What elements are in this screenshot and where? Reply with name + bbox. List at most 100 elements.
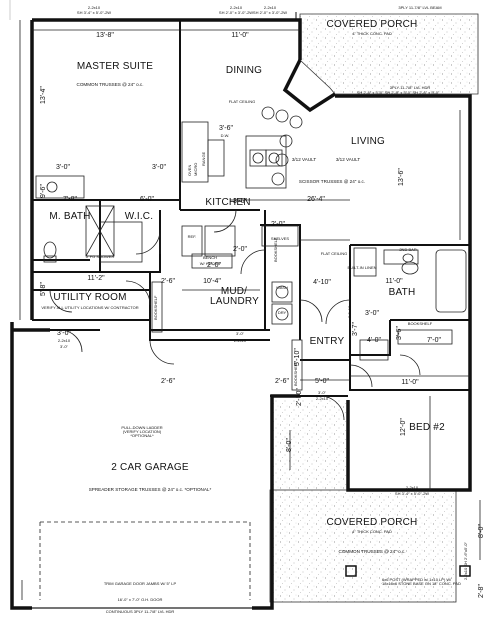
- dry-label: DRY: [277, 310, 287, 315]
- room-covered-porch-bottom: COVERED PORCH: [326, 517, 418, 528]
- dimension-lines: [19, 20, 481, 600]
- util-hdr: 2-2x10: [57, 338, 71, 343]
- shelves-label: SHELVES: [270, 236, 290, 241]
- dim-7-0: 7'-0": [427, 337, 441, 344]
- hdr-entry: 3'-0": [318, 390, 326, 395]
- dim-living-height: 13'-6": [398, 168, 405, 186]
- porch-post-right: [459, 565, 471, 577]
- ref-label: REF.: [187, 234, 197, 239]
- hdr-top-a: 2-2x10: [87, 5, 101, 10]
- dim-26-4: 26'-4": [307, 196, 325, 203]
- dim-8-0-left: 8'-0": [286, 438, 293, 452]
- room-bed2: BED #2: [409, 422, 445, 433]
- shower-label: 5' FG SHOWER: [85, 254, 115, 259]
- room-mud-laundry: MUD/ LAUNDRY: [210, 286, 260, 307]
- hooks-label: W/ HOOKS: [199, 261, 221, 266]
- dim-9-6: 9'-6": [40, 184, 47, 198]
- dim-kitchen-2-6: 2'-6": [161, 378, 175, 385]
- oven-label: OVEN: [187, 164, 192, 176]
- continuous-note: CONTINUOUS 3PLY 11-7/8" LVL HDR: [105, 609, 175, 614]
- micro-label: MICRO: [193, 162, 198, 176]
- room-entry: ENTRY: [309, 336, 345, 347]
- bed-header: 2-2x10: [405, 485, 419, 490]
- dim-10-4: 10'-4": [203, 278, 221, 285]
- spreader-note: SPREADER STORAGE TRUSSES @ 24" o.c. *OPT…: [88, 487, 212, 492]
- room-master-suite: MASTER SUITE: [76, 61, 154, 72]
- dim-3-0-b: 3'-0": [152, 164, 166, 171]
- bar-label: 2ND BAR: [399, 247, 417, 252]
- dim-11-0-bed: 11'-0": [401, 379, 419, 386]
- flat-ceiling-note: FLAT CEILING: [228, 99, 256, 104]
- dim-4-0: 4'-0": [367, 337, 381, 344]
- dim-bench-2-0: 2'-0": [207, 262, 221, 269]
- hdr-top-b2: SH 2'-0" x 3'-0"-2W: [218, 10, 254, 15]
- dim-mbath-7-8: 7'-8": [63, 196, 77, 203]
- wash-label: WASH: [276, 285, 288, 290]
- dim-util-3-0: 3'-0": [57, 330, 71, 337]
- dim-kitchen-3-6b: 3'-6": [233, 198, 247, 205]
- dim-2-10: 2'-10": [296, 388, 303, 406]
- mbath-fixtures: [35, 175, 143, 263]
- bed-window: SH 3'-4" x 5'-0"-2W: [394, 491, 430, 496]
- dim-wic-6-0: 6'-0": [140, 196, 154, 203]
- dim-2-6: 2'-6": [161, 278, 175, 285]
- room-garage: 2 CAR GARAGE: [111, 462, 189, 473]
- porch-thick-top: 4" THICK CONC. PAD: [352, 31, 392, 36]
- hdr-mud: 2-2x10: [233, 338, 247, 343]
- dim-11-0-bath: 11'-0": [385, 278, 403, 285]
- linen-label: BUILT-IN LINEN: [347, 265, 377, 270]
- post-note: 6x6 POST (WRAPPED w/ 1x10 LP) W/ 18x18x6…: [382, 577, 461, 586]
- dim-8-0-right: 8'-0": [478, 524, 485, 538]
- ohd-note: 16'-0" x 7'-0" O.H. DOOR: [117, 597, 163, 602]
- dim-2-6-b: 2'-6": [275, 378, 289, 385]
- dim-5-0: 5'-0": [315, 378, 329, 385]
- hdr-mud-3-0: 3'-0": [60, 344, 68, 349]
- dim-3-7: 3'-7": [352, 322, 359, 336]
- hdr-top-a2: SH 3'-4" x 5'-0"-2W: [76, 10, 112, 15]
- room-wic: W.I.C.: [124, 211, 154, 222]
- porch-hdr: 3PLY 11-7/8" LVL HDR: [389, 85, 431, 90]
- flat-ceiling-2: FLAT CEILING: [320, 251, 348, 256]
- bookshelf-3: BOOKSHELF: [407, 321, 433, 326]
- porch-sh: SH 2'-6" x 5'-0" SH 2'-6" x 5'-0" SH 2'-…: [356, 90, 440, 95]
- hdr-top-c: 2-2x10: [263, 5, 277, 10]
- util-note: VERIFY ALL UTILITY LOCATIONS W/ CONTRACT…: [41, 305, 139, 310]
- hdr-3-0: 3'-0": [236, 331, 244, 336]
- bookshelf-1: BOOKSHELF: [153, 295, 158, 320]
- room-utility: UTILITY ROOM: [53, 292, 127, 303]
- dim-3-0-c: 3'-0": [365, 310, 379, 317]
- hdr-entry2: 2-2x10: [315, 396, 329, 401]
- dim-12-0: 12'-0": [400, 418, 407, 436]
- hdr-top-b: 2-2x10: [229, 5, 243, 10]
- room-kitchen: KITCHEN: [205, 197, 251, 208]
- dim-3-6: 3'-6": [396, 326, 403, 340]
- dim-3-0-a: 3'-0": [56, 164, 70, 171]
- common-bot-note: COMMON TRUSSES @ 24" o.c.: [338, 549, 406, 554]
- bath-hdr: 2-2x10: [347, 305, 352, 318]
- jambs-note: TRIM GARAGE DOOR JAMBS W/ 5" LP: [103, 581, 177, 586]
- dim-2-0: 2'-0": [271, 221, 285, 228]
- dim-2-8: 2'-8": [478, 584, 485, 598]
- hdr-top-c2: SH 2'-0" x 3'-0"-2W: [252, 10, 288, 15]
- room-dining: DINING: [225, 65, 263, 76]
- dim-11-2: 11'-2": [87, 275, 105, 282]
- porch-beam: 3PLY 11-7/8" LVL BEAM: [398, 5, 442, 10]
- kitchen-fixtures: [181, 106, 303, 269]
- vault-a-note: 3/12 VAULT: [291, 157, 317, 162]
- porch-bottom-pad: [269, 489, 457, 603]
- dw-label: D.W.: [220, 133, 230, 138]
- bookshelf-4: BOOKSHELF: [273, 237, 278, 262]
- dim-dining-width: 11'-0": [231, 32, 249, 39]
- room-bath: BATH: [388, 287, 416, 298]
- range-label: RANGE: [201, 151, 206, 166]
- dim-4-10: 4'-10": [313, 279, 331, 286]
- bookshelf-2: BOOKSHELF: [293, 361, 298, 386]
- laundry-fixtures: [151, 281, 303, 391]
- room-covered-porch-top: COVERED PORCH: [326, 19, 418, 30]
- scissor-note: SCISSOR TRUSSES @ 24" o.c.: [298, 179, 366, 184]
- bench-label: BENCH: [202, 255, 218, 260]
- dim-5-8: 5'-8": [40, 282, 47, 296]
- porch-post-bottom: [345, 565, 357, 577]
- room-living: LIVING: [351, 136, 385, 147]
